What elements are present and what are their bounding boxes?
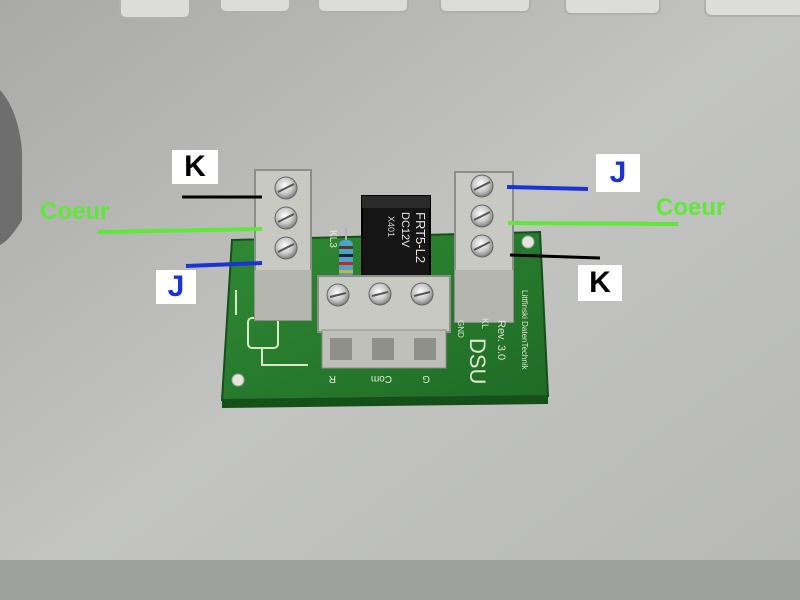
pcb-edge — [222, 396, 548, 408]
relay-model: FRT5-L2 — [413, 212, 428, 263]
coeur-left-label: Coeur — [40, 198, 110, 225]
left-object — [0, 90, 22, 245]
keyboard-keys — [119, 0, 800, 19]
k-right-label: K — [578, 265, 622, 301]
j-right-line — [506, 185, 589, 191]
terminal-block-left — [254, 169, 312, 321]
terminal-label-com: Com — [371, 373, 392, 384]
coeur-right-label: Coeur — [656, 194, 726, 221]
mount-hole — [231, 373, 245, 387]
j-left-line — [185, 261, 263, 268]
board-name: DSU — [465, 338, 490, 384]
terminal-block-bottom — [317, 275, 451, 369]
relay-voltage: DC12V — [399, 212, 411, 248]
j-left-label: J — [156, 270, 196, 304]
connector-label: KL3 — [327, 230, 338, 248]
terminal-label-g: G — [422, 373, 430, 384]
terminal-label-r: R — [329, 373, 336, 384]
relay-code: X401 — [386, 216, 396, 237]
k-left-label: K — [172, 150, 218, 184]
board-maker: Littfinski DatenTechnik — [520, 290, 529, 371]
k-right-line — [509, 253, 601, 260]
surface-edge — [0, 560, 800, 600]
board-revision: Rev. 3.0 — [495, 320, 507, 360]
side-label-kl: KL — [480, 318, 490, 329]
mount-hole — [521, 235, 535, 249]
coeur-left-line — [97, 227, 263, 234]
j-right-label: J — [596, 154, 640, 192]
side-label-gnd: GND — [456, 320, 465, 338]
coeur-right-line — [507, 221, 679, 226]
terminal-block-right — [454, 171, 514, 323]
resistor — [339, 228, 353, 290]
